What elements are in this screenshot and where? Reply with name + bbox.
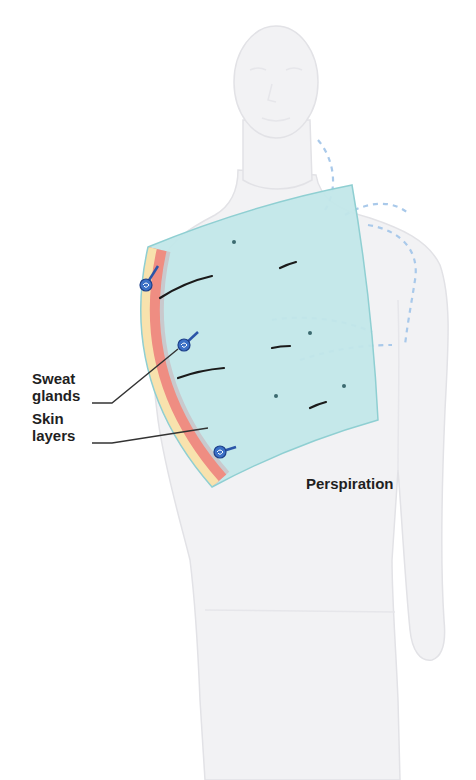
hair-strand bbox=[178, 368, 224, 378]
gland-swirl bbox=[217, 450, 223, 454]
surface-label: Perspiration bbox=[306, 475, 446, 492]
skin-panel bbox=[140, 185, 378, 487]
hair bbox=[160, 262, 326, 408]
leader-line bbox=[92, 349, 178, 403]
skin-layer-grey bbox=[141, 247, 212, 487]
hair-strand bbox=[310, 402, 326, 408]
hair-strand bbox=[280, 262, 296, 268]
part-label: Skin layers bbox=[32, 410, 88, 444]
gland-coil bbox=[214, 446, 226, 458]
part-label: Sweat glands bbox=[32, 370, 94, 404]
pore bbox=[274, 394, 278, 398]
sweat-gland bbox=[214, 446, 236, 458]
sweat-glands bbox=[140, 266, 236, 458]
gland-coil bbox=[178, 339, 190, 351]
hair-strand bbox=[272, 346, 290, 348]
gland-swirl bbox=[143, 283, 149, 287]
leader-line bbox=[92, 428, 208, 443]
gland-swirl bbox=[181, 343, 187, 347]
pore bbox=[342, 384, 346, 388]
hair-strand bbox=[160, 276, 212, 298]
head bbox=[234, 26, 318, 138]
sweat-gland bbox=[140, 266, 158, 291]
pores bbox=[232, 240, 346, 398]
skin-outline bbox=[141, 185, 378, 487]
shoulder-dash bbox=[368, 225, 416, 345]
pore bbox=[308, 331, 312, 335]
leader-lines bbox=[92, 349, 208, 443]
skin-layer-fat bbox=[141, 247, 212, 487]
sweat-gland bbox=[178, 332, 198, 351]
face bbox=[250, 68, 302, 121]
gland-coil bbox=[140, 279, 152, 291]
pore bbox=[232, 240, 236, 244]
skin-surface bbox=[141, 185, 378, 487]
skin-layer-dermis bbox=[141, 247, 212, 487]
